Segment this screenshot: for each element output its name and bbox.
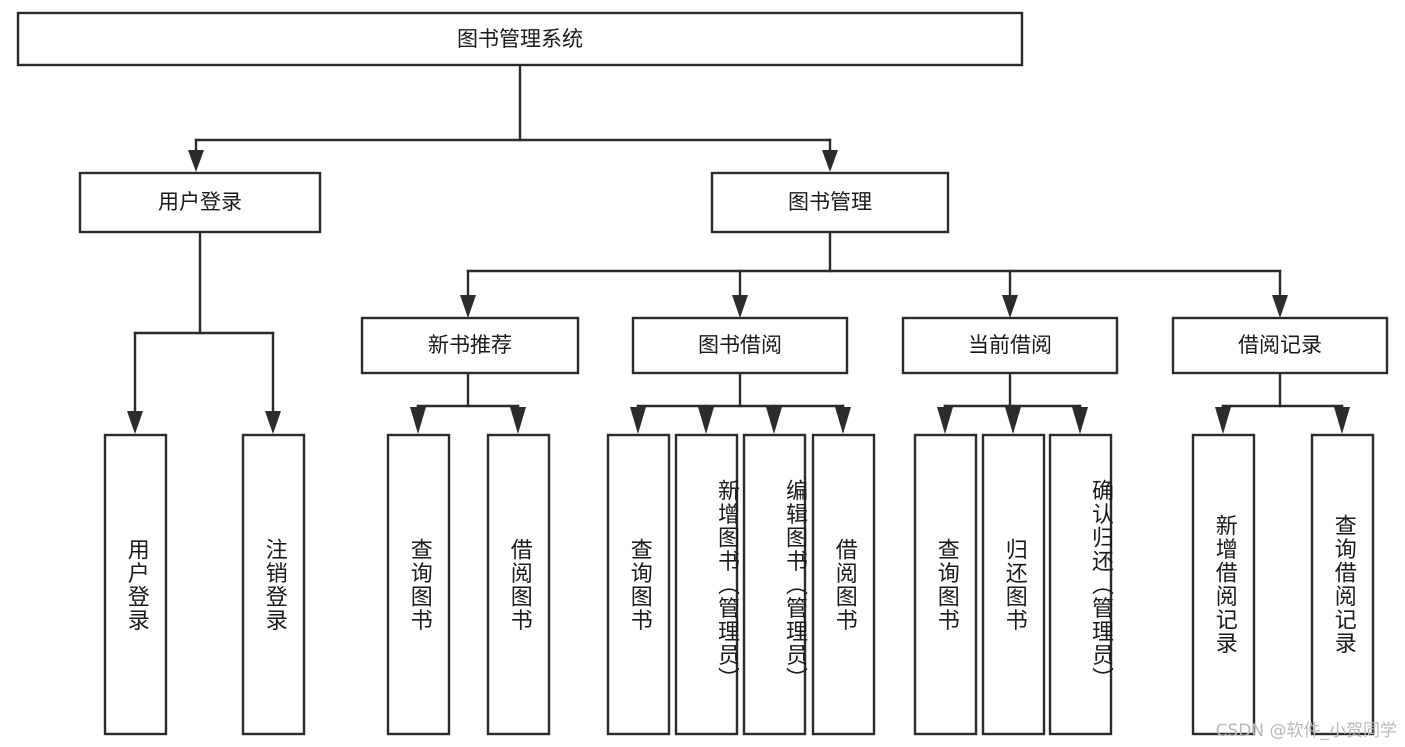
arrow-head-leaf-query-book-3: [937, 407, 953, 434]
node-box-leaf-query-book-1[interactable]: [386, 433, 451, 736]
arrow-head-leaf-query-book-2: [630, 407, 646, 434]
node-box-user-login[interactable]: [78, 171, 322, 234]
arrow-head-leaf-add-book: [698, 407, 714, 434]
node-box-leaf-logout[interactable]: [241, 433, 306, 736]
connector-group-user-login: [127, 230, 281, 434]
arrow-head-book-borrow: [732, 295, 748, 318]
arrow-head-leaf-borrow-book-1: [510, 407, 526, 434]
arrow-head-leaf-confirm-return: [1072, 407, 1088, 434]
node-box-current-borrow[interactable]: [901, 316, 1119, 375]
arrow-head-new-book-recommend: [460, 295, 476, 318]
node-box-leaf-return-book[interactable]: [981, 433, 1046, 736]
arrow-head-leaf-edit-book: [766, 407, 782, 434]
arrow-head-leaf-logout: [265, 411, 281, 434]
connector-group-book-borrow: [630, 371, 851, 434]
node-label-book-manage: 图书管理: [788, 190, 872, 214]
node-label-book-borrow: 图书借阅: [698, 333, 782, 357]
connector-group-book-manage: [460, 230, 1288, 318]
node-box-leaf-borrow-book-1[interactable]: [486, 433, 551, 736]
arrow-head-leaf-query-record: [1334, 407, 1350, 434]
arrow-head-current-borrow: [1002, 295, 1018, 318]
node-box-leaf-user-login[interactable]: [103, 433, 168, 736]
node-label-root: 图书管理系统: [457, 27, 583, 51]
arrow-head-borrow-record: [1272, 295, 1288, 318]
node-label-current-borrow: 当前借阅: [968, 333, 1052, 357]
arrow-head-leaf-return-book: [1005, 407, 1021, 434]
node-box-root[interactable]: [16, 11, 1024, 67]
connector-group-new-book-recommend: [410, 371, 526, 434]
node-box-leaf-query-book-3[interactable]: [913, 433, 978, 736]
arrow-head-leaf-borrow-book-2: [835, 407, 851, 434]
node-box-leaf-query-book-2[interactable]: [606, 433, 671, 736]
node-box-leaf-edit-book[interactable]: [742, 433, 807, 736]
arrow-head-user-login: [188, 150, 204, 172]
connector-group-borrow-record: [1215, 371, 1350, 434]
node-box-leaf-confirm-return[interactable]: [1048, 433, 1113, 736]
node-box-borrow-record[interactable]: [1171, 316, 1389, 375]
node-box-leaf-add-record[interactable]: [1191, 433, 1256, 736]
arrow-head-leaf-query-book-1: [410, 407, 426, 434]
connector-group-root: [188, 64, 838, 172]
node-box-book-manage[interactable]: [710, 171, 950, 234]
node-box-book-borrow[interactable]: [631, 316, 849, 375]
node-box-leaf-query-record[interactable]: [1310, 433, 1375, 736]
arrow-head-leaf-add-record: [1215, 407, 1231, 434]
node-label-new-book-recommend: 新书推荐: [428, 333, 512, 357]
connector-group-current-borrow: [937, 371, 1088, 434]
node-box-new-book-recommend[interactable]: [360, 316, 580, 375]
node-box-leaf-borrow-book-2[interactable]: [811, 433, 876, 736]
csdn-watermark: CSDN @软件_小贺同学: [1215, 721, 1397, 741]
node-label-borrow-record: 借阅记录: [1238, 333, 1322, 357]
arrow-head-leaf-user-login: [127, 411, 143, 434]
node-label-user-login: 用户登录: [158, 190, 242, 214]
node-box-leaf-add-book[interactable]: [674, 433, 739, 736]
arrow-head-book-manage: [822, 150, 838, 172]
